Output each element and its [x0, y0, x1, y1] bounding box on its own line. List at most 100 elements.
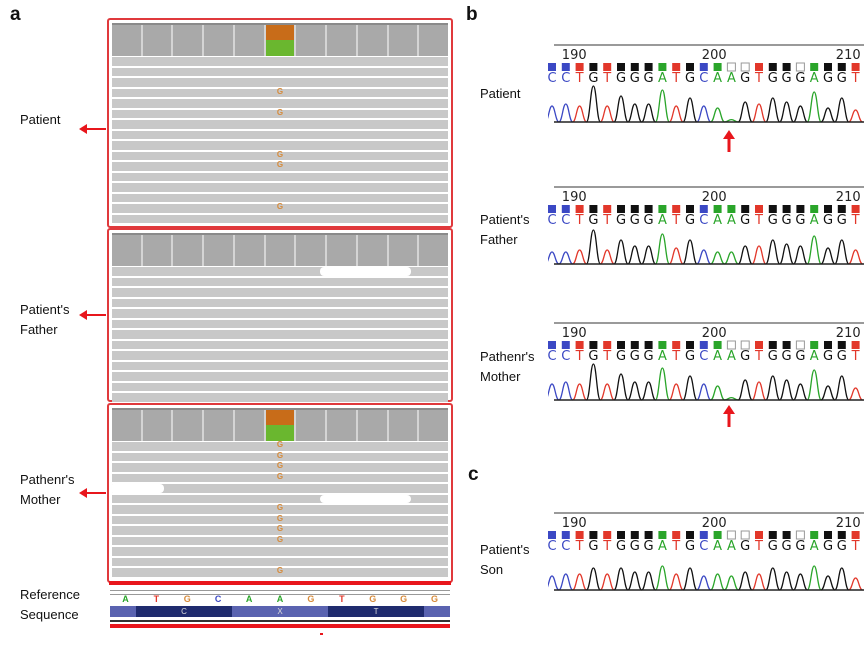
base-call: G — [768, 539, 778, 554]
trace-peak — [668, 105, 684, 123]
base-call: T — [754, 539, 763, 554]
quality-square — [699, 205, 708, 213]
quality-square — [837, 63, 846, 71]
trace-peak — [682, 375, 698, 401]
coverage-bar — [173, 25, 205, 56]
base-call: G — [795, 349, 805, 364]
base-call: G — [768, 71, 778, 86]
read-row: G — [112, 149, 448, 160]
base-call: T — [754, 213, 763, 228]
trace-peak — [834, 375, 850, 401]
mismatch-base: G — [276, 503, 284, 512]
coverage-bar — [327, 410, 358, 441]
trace-peak — [641, 103, 656, 123]
read-row — [112, 309, 448, 318]
quality-square — [561, 63, 570, 71]
quality-square — [603, 205, 612, 213]
read-row: G — [112, 461, 448, 472]
base-call: C — [699, 71, 708, 86]
reference-base: T — [153, 594, 160, 604]
trace-peak — [682, 97, 698, 123]
trace-peak — [585, 85, 602, 123]
read-row — [112, 141, 448, 150]
quality-square — [713, 63, 722, 71]
quality-square — [741, 205, 750, 213]
position-tick: 210 — [836, 516, 861, 531]
coverage-bar — [389, 235, 420, 266]
quality-square — [644, 205, 653, 213]
read-row — [112, 267, 448, 276]
label-line: Mother — [480, 369, 521, 384]
trace-peak — [548, 105, 560, 123]
base-call: G — [616, 71, 626, 86]
read-row: G — [112, 535, 448, 545]
variant-coverage-bar — [265, 410, 297, 441]
red-arrow-icon — [79, 488, 106, 498]
quality-square — [713, 205, 722, 213]
codon-block: C — [135, 606, 232, 617]
trace-peak — [806, 235, 822, 265]
position-tick: 190 — [562, 326, 587, 341]
coverage-track — [112, 233, 448, 266]
base-call: A — [810, 213, 819, 228]
label-line: Pathenr's — [480, 349, 535, 364]
trace-peak — [696, 249, 712, 265]
quality-square — [810, 205, 819, 213]
quality-square — [617, 63, 625, 71]
base-call: G — [795, 539, 805, 554]
trace-peak — [548, 251, 560, 265]
base-call: A — [727, 539, 736, 554]
position-tick: 190 — [562, 190, 587, 205]
quality-square — [795, 340, 805, 350]
coverage-bar — [204, 235, 235, 266]
quality-square — [768, 341, 777, 349]
base-call: G — [740, 349, 750, 364]
trace-peak — [641, 381, 656, 401]
base-call: C — [699, 539, 708, 554]
base-call: C — [548, 349, 557, 364]
trace-peak — [654, 233, 671, 265]
base-call: G — [588, 213, 598, 228]
quality-square — [658, 341, 667, 349]
read-row — [112, 193, 448, 202]
coverage-bar — [358, 25, 389, 56]
base-call: T — [851, 213, 860, 228]
base-call: G — [823, 71, 833, 86]
quality-square — [548, 341, 556, 349]
quality-square — [726, 62, 736, 72]
trace-peak — [820, 107, 836, 123]
trace-peak — [654, 565, 671, 591]
read-row — [112, 319, 448, 328]
base-call: T — [671, 213, 680, 228]
trace-peak — [724, 251, 739, 265]
coverage-bar — [327, 235, 358, 266]
sample-label: Patient — [20, 110, 60, 130]
trace-peak — [613, 95, 629, 123]
read-row — [112, 298, 448, 307]
read-row: G — [112, 524, 448, 535]
quality-square — [686, 341, 694, 349]
read-row — [112, 494, 448, 503]
codon-block — [110, 606, 136, 617]
base-call: T — [602, 71, 611, 86]
coverage-bar — [204, 410, 235, 441]
base-call: G — [588, 539, 598, 554]
mismatch-base: G — [276, 149, 284, 159]
trace-peak — [779, 243, 794, 265]
base-call: C — [548, 71, 557, 86]
read-gap — [319, 494, 412, 503]
label-line: Pathenr's — [20, 472, 75, 487]
read-row: G — [112, 87, 448, 97]
trace-peak — [793, 383, 808, 401]
read-row — [112, 288, 448, 297]
trace-peak — [751, 381, 767, 401]
quality-square — [837, 205, 846, 213]
base-call: C — [561, 539, 570, 554]
trace-peak — [820, 575, 836, 591]
quality-square — [603, 341, 612, 349]
